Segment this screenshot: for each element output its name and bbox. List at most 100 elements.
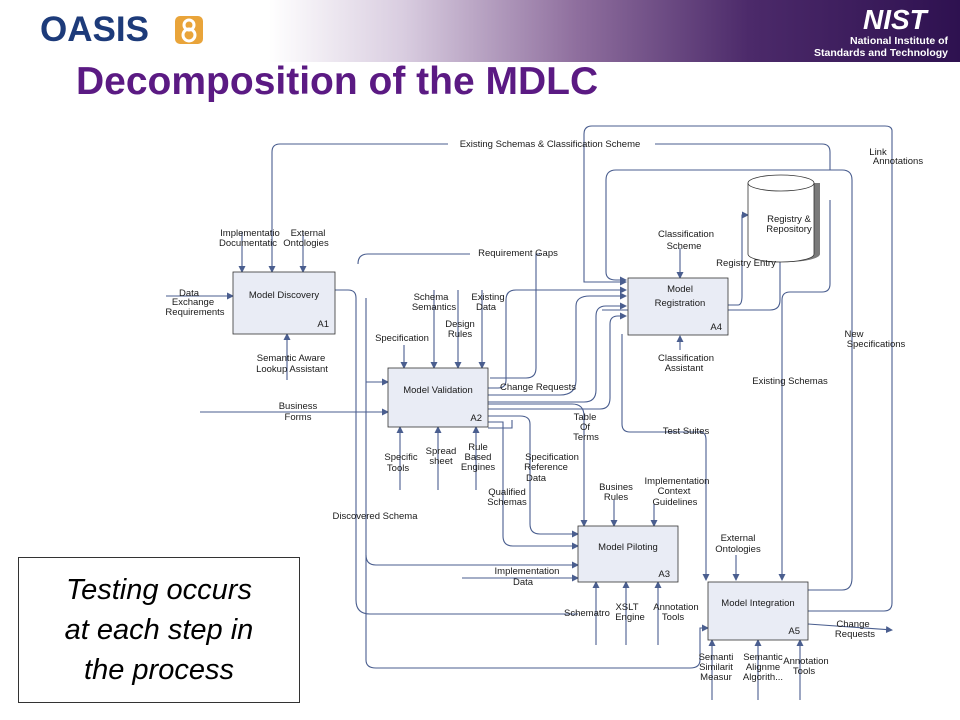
label-registry-entry: Registry Entry — [716, 258, 776, 269]
label-link: Link — [869, 147, 887, 158]
oasis-logo-icon — [175, 16, 203, 44]
label-spec-ref: Specification — [525, 452, 579, 463]
header-banner — [0, 0, 960, 62]
label-engines: Engines — [461, 462, 496, 473]
nist-logo-line-1: National Institute of — [850, 35, 948, 47]
label-classification: Classification — [658, 229, 714, 240]
label-implementation-3: Implementation — [495, 566, 560, 577]
label-engine: Engine — [615, 612, 645, 623]
label-classification-2: Classification — [658, 353, 714, 364]
testing-callout: Testing occurs at each step in the proce… — [18, 557, 300, 703]
label-change: Change — [836, 619, 869, 630]
activity-a3: Model Piloting A3 — [577, 525, 679, 583]
nist-logo: NIST National Institute of Standards and… — [808, 4, 948, 60]
label-spread: Spread — [426, 446, 457, 457]
label-sheet: sheet — [429, 456, 453, 467]
label-external-a1: External — [291, 228, 326, 239]
label-alignme: Alignme — [746, 662, 780, 673]
label-semantic-2: Semantic — [743, 652, 783, 663]
label-similarit: Similarit — [699, 662, 733, 673]
label-implementation: Implementatio — [220, 228, 280, 239]
oasis-logo-text: OASIS — [40, 10, 149, 49]
label-reference: Reference — [524, 462, 568, 473]
repository-label-2: Repository — [766, 224, 812, 235]
label-existing-schemas: Existing Schemas — [752, 376, 828, 387]
flow-lines — [166, 125, 893, 669]
nist-logo-mark: NIST — [863, 4, 927, 35]
label-schematron: Schematro — [564, 608, 610, 619]
label-impl-data: Data — [513, 577, 534, 588]
activity-a3-id: A3 — [658, 569, 670, 580]
label-rules: Rules — [448, 329, 473, 340]
activity-a5-name: Model Integration — [721, 598, 794, 609]
label-annotations: Annotations — [873, 156, 923, 167]
label-table: Table — [574, 412, 597, 423]
activity-a5-id: A5 — [788, 626, 800, 637]
activity-a2-id: A2 — [470, 413, 482, 424]
label-data: Data — [179, 288, 200, 299]
label-business: Business — [279, 401, 318, 412]
label-specification: Specification — [375, 333, 429, 344]
activity-a2: Model Validation A2 — [387, 367, 489, 428]
page-title: Decomposition of the MDLC — [76, 60, 599, 103]
label-tools-a3: Tools — [662, 612, 684, 623]
activity-a1-name: Model Discovery — [249, 290, 319, 301]
label-exchange: Exchange — [172, 297, 214, 308]
label-busines-rules: Rules — [604, 492, 629, 503]
label-assistant: Assistant — [665, 363, 704, 374]
activity-a1-id: A1 — [317, 319, 329, 330]
label-documentation: Documentatic — [219, 238, 277, 249]
label-new: New — [844, 329, 863, 340]
label-algorith: Algorith... — [743, 672, 783, 683]
label-forms: Forms — [285, 412, 312, 423]
label-existing: Existing — [471, 292, 504, 303]
label-schema: Schema — [414, 292, 450, 303]
label-schemas: Schemas — [487, 497, 527, 508]
label-ontologies-a1: Ontologies — [283, 238, 329, 249]
label-requirement-gaps: Requirement Gaps — [478, 248, 558, 259]
label-ontologies-a5: Ontologies — [715, 544, 761, 555]
label-qualified: Qualified — [488, 487, 526, 498]
activity-a4-name-2: Registration — [655, 298, 706, 309]
label-existing-data-2: Data — [476, 302, 497, 313]
label-measur: Measur — [700, 672, 732, 683]
label-implementation-2: Implementation — [645, 476, 710, 487]
label-tools-a2: Tools — [387, 463, 409, 474]
label-semanti: Semanti — [699, 652, 734, 663]
vertical-arrows — [238, 232, 804, 700]
label-annotation-a3: Annotation — [653, 602, 698, 613]
activity-a1: Model Discovery A1 — [232, 271, 336, 335]
activity-a5: Model Integration A5 — [707, 581, 809, 641]
activity-a4-name-1: Model — [667, 284, 693, 295]
label-based: Based — [465, 452, 492, 463]
label-tools-a5: Tools — [793, 666, 815, 677]
label-discovered-schema: Discovered Schema — [332, 511, 418, 522]
label-requests-a5: Requests — [835, 629, 875, 640]
label-existing-schemas-classification: Existing Schemas & Classification Scheme — [460, 139, 641, 150]
label-annotation-a5: Annotation — [783, 656, 828, 667]
label-design: Design — [445, 319, 475, 330]
label-semantics: Semantics — [412, 302, 457, 313]
label-specifications: Specifications — [847, 339, 906, 350]
nist-logo-line-2: Standards and Technology — [814, 47, 948, 59]
label-change-requests-a2: Change Requests — [500, 382, 576, 393]
activity-a4: Model Registration A4 — [627, 277, 729, 336]
registry-repository: Registry & Repository — [747, 174, 820, 263]
activity-a4-id: A4 — [710, 322, 722, 333]
label-context: Context — [658, 486, 691, 497]
label-of: Of — [580, 422, 590, 433]
label-requirements: Requirements — [165, 307, 224, 318]
label-external-a5: External — [721, 533, 756, 544]
activity-a3-name: Model Piloting — [598, 542, 658, 553]
label-scheme: Scheme — [667, 241, 702, 252]
label-xslt: XSLT — [615, 602, 638, 613]
label-terms: Terms — [573, 432, 599, 443]
label-semantic-aware: Semantic Aware — [257, 353, 325, 364]
activity-a2-name: Model Validation — [403, 385, 473, 396]
label-specific: Specific — [384, 452, 418, 463]
label-test-suites: Test Suites — [663, 426, 710, 437]
oasis-logo: OASIS — [40, 10, 210, 50]
label-rule: Rule — [468, 442, 488, 453]
flow-labels: Existing Schemas & Classification Scheme… — [165, 139, 923, 683]
label-busines: Busines — [599, 482, 633, 493]
